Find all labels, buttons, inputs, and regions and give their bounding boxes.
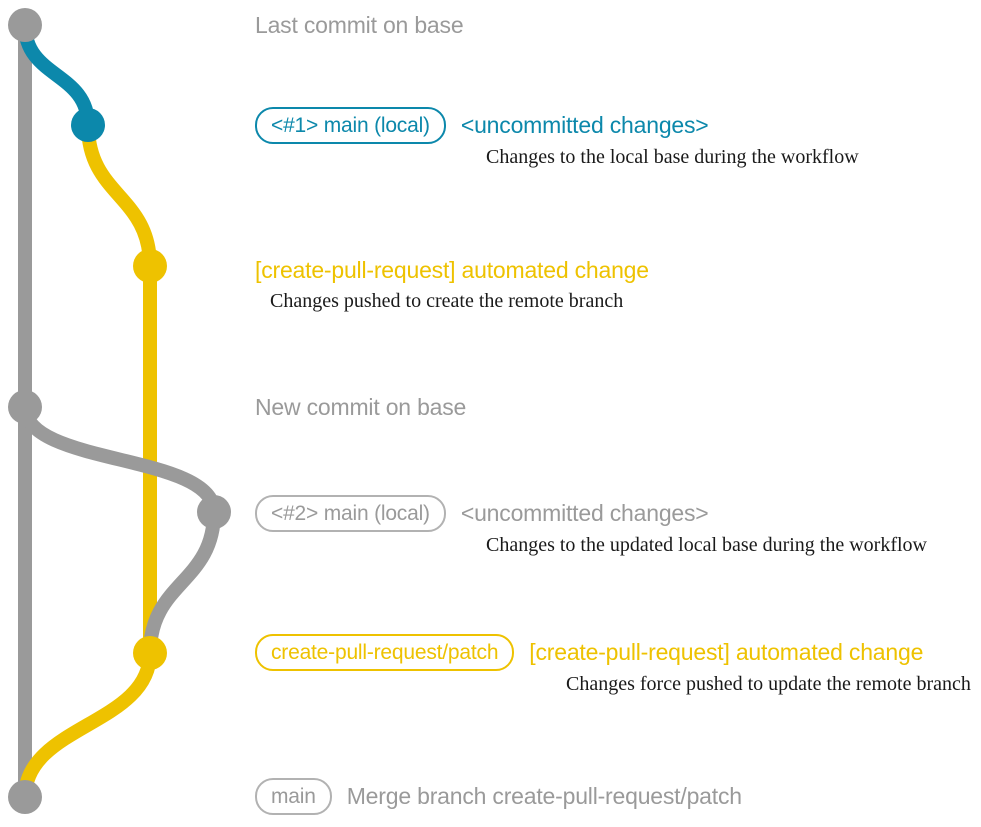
entry-local-main-2: <#2> main (local) <uncommitted changes>	[255, 495, 709, 532]
commit-node-last-commit-on-base[interactable]	[8, 8, 42, 42]
local-to-remote-line-2	[143, 505, 221, 660]
commit-node-automated-change-1[interactable]	[133, 249, 167, 283]
commit-node-new-commit-on-base[interactable]	[8, 390, 42, 424]
label-last-commit-on-base: Last commit on base	[255, 12, 464, 38]
commit-node-local-main-1[interactable]	[71, 108, 105, 142]
commit-description-local-main-2: Changes to the updated local base during…	[486, 534, 927, 556]
commit-description-automated-change-2: Changes force pushed to update the remot…	[566, 673, 971, 695]
entry-local-main-1: <#1> main (local) <uncommitted changes>	[255, 107, 709, 144]
commit-node-merge-commit[interactable]	[8, 780, 42, 814]
commit-message-local-main-1: <uncommitted changes>	[460, 112, 709, 138]
commit-message-automated-change-2: [create-pull-request] automated change	[529, 639, 924, 665]
commit-message-merge-commit: Merge branch create-pull-request/patch	[346, 783, 742, 809]
remote-branch-line-1	[81, 118, 157, 660]
commit-message-local-main-2: <uncommitted changes>	[460, 500, 709, 526]
local-branch-line-2	[18, 400, 221, 519]
commit-description-automated-change-1: Changes pushed to create the remote bran…	[270, 290, 624, 312]
merge-line	[18, 646, 157, 804]
commit-node-automated-change-2[interactable]	[133, 636, 167, 670]
branch-pill-local-main-2[interactable]: <#2> main (local)	[255, 495, 446, 532]
entry-automated-change-2: create-pull-request/patch [create-pull-r…	[255, 634, 923, 671]
commit-description-local-main-1: Changes to the local base during the wor…	[486, 146, 859, 168]
label-new-commit-on-base: New commit on base	[255, 394, 467, 420]
entry-merge-commit: main Merge branch create-pull-request/pa…	[255, 778, 742, 815]
commit-message-automated-change-1: [create-pull-request] automated change	[255, 257, 649, 283]
branch-pill-local-main-1[interactable]: <#1> main (local)	[255, 107, 446, 144]
branch-pill-create-pull-request-patch[interactable]: create-pull-request/patch	[255, 634, 515, 671]
local-branch-line-1	[18, 18, 95, 132]
branch-pill-main[interactable]: main	[255, 778, 332, 815]
commit-node-local-main-2[interactable]	[197, 495, 231, 529]
